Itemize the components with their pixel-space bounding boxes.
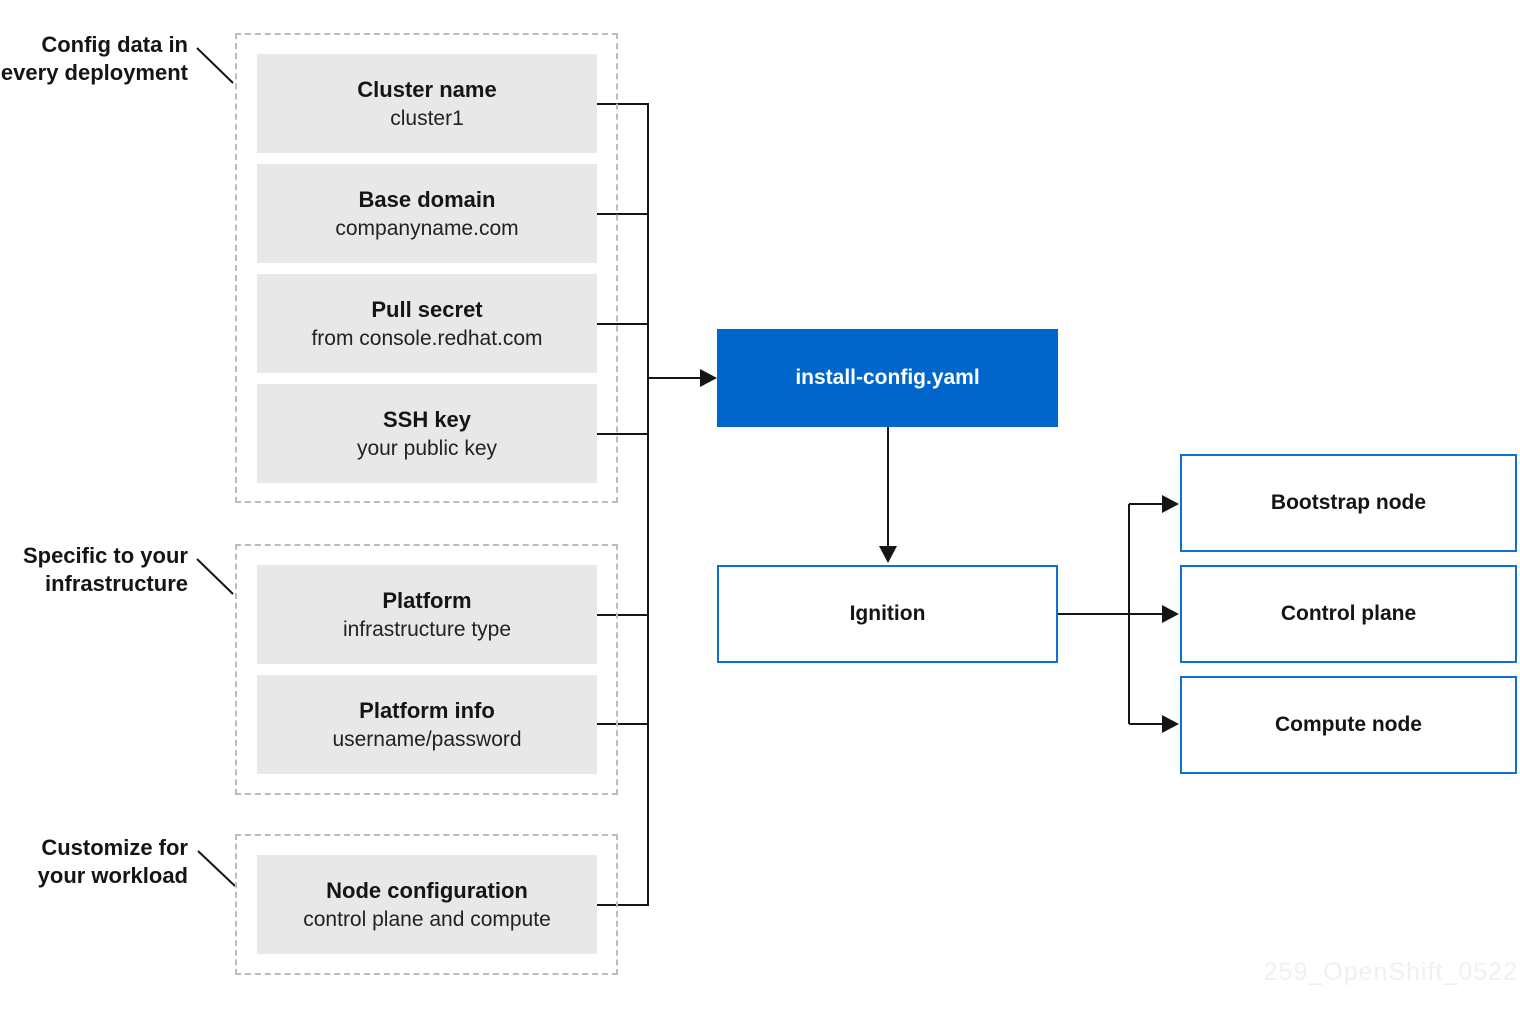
annotation-leader-line xyxy=(196,558,234,595)
arrowhead xyxy=(879,546,897,563)
ignition-box: Ignition xyxy=(717,565,1058,663)
bootstrap-node-label: Bootstrap node xyxy=(1270,491,1427,514)
annotation-leader-line xyxy=(196,47,234,84)
item-title: Cluster name xyxy=(357,76,497,102)
item-title: Pull secret xyxy=(371,296,483,322)
compute-node-box: Compute node xyxy=(1180,676,1517,774)
annotation-line: Customize for xyxy=(41,835,188,860)
install-config-box: install-config.yaml xyxy=(717,329,1058,427)
annotation-config-data: Config data in every deployment xyxy=(0,31,188,87)
item-subtitle: from console.redhat.com xyxy=(311,326,543,350)
item-base-domain: Base domain companyname.com xyxy=(257,164,597,263)
annotation-line: Config data in xyxy=(41,32,188,57)
item-subtitle: cluster1 xyxy=(390,106,464,130)
annotation-line: infrastructure xyxy=(44,571,188,596)
item-pull-secret: Pull secret from console.redhat.com xyxy=(257,274,597,373)
install-config-label: install-config.yaml xyxy=(795,366,980,389)
annotation-line: your workload xyxy=(37,863,188,888)
item-title: Base domain xyxy=(358,186,496,212)
item-subtitle: your public key xyxy=(356,436,498,460)
annotation-customize-workload: Customize for your workload xyxy=(0,834,188,890)
compute-node-label: Compute node xyxy=(1275,713,1422,736)
item-title: SSH key xyxy=(382,406,472,432)
item-subtitle: username/password xyxy=(332,727,522,751)
annotation-specific-infrastructure: Specific to your infrastructure xyxy=(0,542,188,598)
item-title: Platform xyxy=(382,587,472,613)
item-title: Platform info xyxy=(359,697,495,723)
item-node-configuration: Node configuration control plane and com… xyxy=(257,855,597,954)
annotation-leader-line xyxy=(197,850,236,887)
arrowhead xyxy=(1162,715,1179,733)
ignition-label: Ignition xyxy=(849,602,926,625)
item-cluster-name: Cluster name cluster1 xyxy=(257,54,597,153)
item-platform-info: Platform info username/password xyxy=(257,675,597,774)
watermark: 259_OpenShift_0522 xyxy=(1263,958,1518,986)
item-platform: Platform infrastructure type xyxy=(257,565,597,664)
group-config-data xyxy=(235,33,618,503)
control-plane-label: Control plane xyxy=(1280,602,1417,625)
group-infrastructure xyxy=(235,544,618,795)
arrowhead xyxy=(1162,495,1179,513)
trunk-line xyxy=(597,103,649,906)
item-subtitle: control plane and compute xyxy=(303,907,551,931)
arrowhead xyxy=(700,369,717,387)
item-subtitle: companyname.com xyxy=(335,216,519,240)
group-workload xyxy=(235,834,618,975)
annotation-line: Specific to your xyxy=(22,543,188,568)
item-title: Node configuration xyxy=(326,877,528,903)
item-subtitle: infrastructure type xyxy=(342,617,512,641)
arrowhead xyxy=(1162,605,1179,623)
item-ssh-key: SSH key your public key xyxy=(257,384,597,483)
bootstrap-node-box: Bootstrap node xyxy=(1180,454,1517,552)
control-plane-box: Control plane xyxy=(1180,565,1517,663)
annotation-line: every deployment xyxy=(0,60,188,85)
